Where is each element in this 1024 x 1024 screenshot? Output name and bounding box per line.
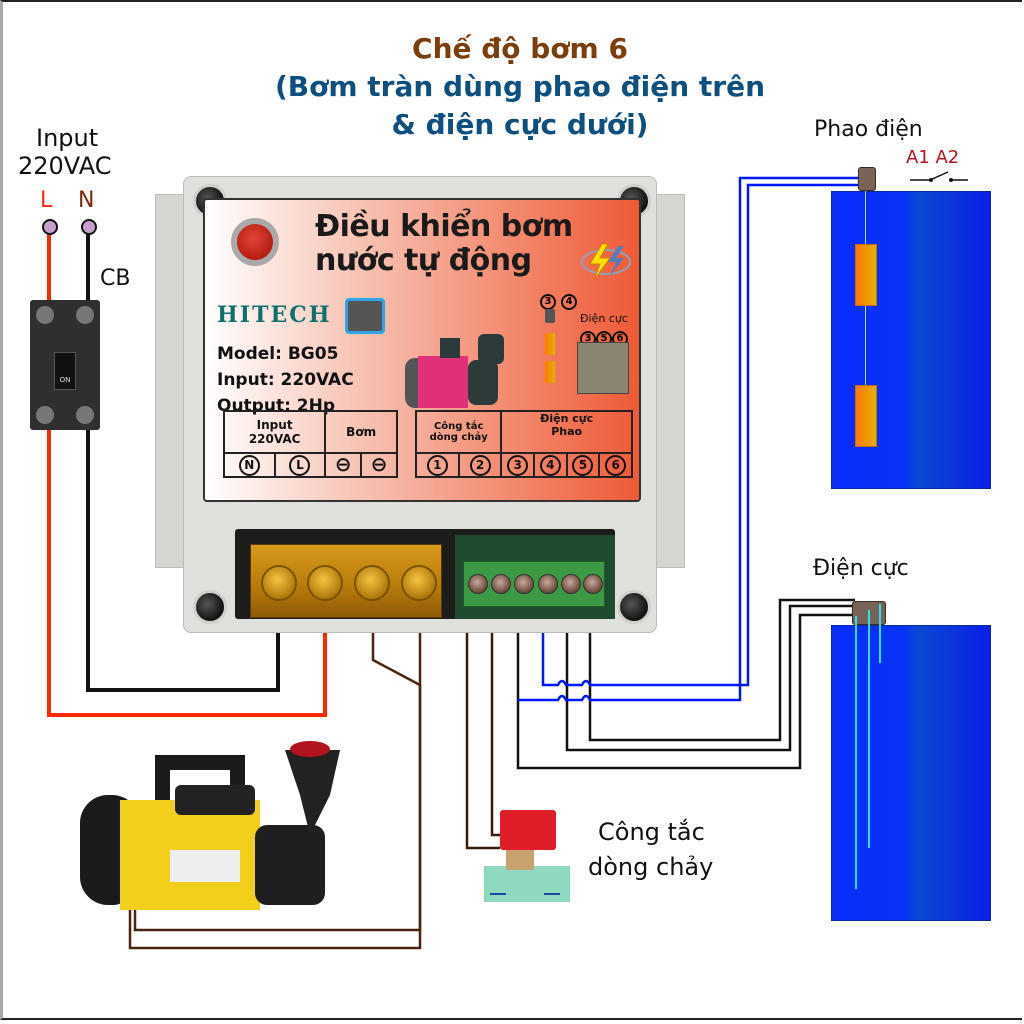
hv-screw-1[interactable]	[261, 565, 297, 601]
neutral-terminal-icon	[81, 219, 97, 235]
brand-logo: HITECH	[217, 302, 332, 328]
lv-screw-3[interactable]	[514, 574, 534, 594]
input-voltage-label: 220VAC	[18, 152, 112, 180]
terminal-5: 5	[565, 452, 601, 478]
flow-switch-label-line2: dòng chảy	[588, 853, 714, 881]
input-label: Input	[36, 124, 99, 152]
circuit-breaker-icon: ON	[30, 300, 100, 430]
float-bob-lower	[855, 385, 877, 447]
mount-hole-bottom-left	[193, 590, 227, 624]
lower-tank	[831, 625, 991, 921]
breaker-screw-bottom-right	[76, 406, 94, 424]
live-wire	[47, 228, 327, 717]
mount-hole-bottom-right	[617, 590, 651, 624]
lv-screw-1[interactable]	[468, 574, 488, 594]
diagram-title: Chế độ bơm 6 (Bơm tràn dùng phao điện tr…	[270, 30, 770, 144]
device-label-panel: Điều khiển bơm nước tự động HITECH Model…	[203, 198, 641, 502]
neutral-label: N	[78, 188, 95, 213]
terminal-cavity	[235, 529, 615, 619]
contact-dot-a2	[949, 178, 953, 182]
terminal-1: 1	[415, 452, 460, 478]
breaker-toggle[interactable]: ON	[54, 352, 76, 390]
reset-button[interactable]	[231, 218, 279, 266]
microchip-icon	[345, 298, 385, 334]
device-heading: Điều khiển bơm nước tự động	[315, 210, 573, 278]
terminal-header-float: Phao	[551, 425, 583, 438]
circuit-breaker-label: CB	[100, 266, 131, 291]
float-legend-terminal-4: 4	[561, 294, 578, 310]
lv-screw-4[interactable]	[538, 574, 558, 594]
input-spec-text: Input: 220VAC	[217, 370, 354, 390]
electrode-legend-label: Điện cực	[580, 312, 628, 325]
flow-switch-icon	[484, 810, 570, 902]
model-text: Model: BG05	[217, 344, 339, 364]
float-bob-upper	[855, 244, 877, 306]
device-heading-line1: Điều khiển bơm	[315, 209, 573, 244]
flow-switch-label-line1: Công tắc	[598, 818, 705, 846]
breaker-screw-top-left	[36, 306, 54, 324]
breaker-screw-top-right	[76, 306, 94, 324]
terminal-l: L	[273, 452, 327, 478]
float-switch-label: Phao điện	[814, 117, 923, 142]
electrode-probe-medium	[868, 610, 870, 848]
float-wire-a1	[541, 183, 860, 687]
pump-illustration-icon	[405, 334, 504, 408]
lv-screw-6[interactable]	[583, 574, 603, 594]
flow-switch-wire-2	[490, 615, 505, 837]
contact-dot-a1	[929, 178, 933, 182]
water-pump-icon	[80, 741, 340, 910]
terminal-6: 6	[598, 452, 633, 478]
float-legend: 3 4	[540, 289, 578, 383]
electrode-probe-short	[879, 604, 881, 663]
terminal-2: 2	[457, 452, 503, 478]
electrode-label: Điện cực	[813, 556, 909, 581]
terminal-3: 3	[500, 452, 535, 478]
electrode-wire-3	[516, 613, 855, 770]
electrode-wire-5	[565, 604, 855, 752]
hv-screw-3[interactable]	[354, 565, 390, 601]
breaker-screw-bottom-left	[36, 406, 54, 424]
float-legend-terminal-3: 3	[540, 294, 556, 310]
terminal-pump-1: ⊖	[324, 452, 363, 478]
hv-screw-2[interactable]	[307, 565, 343, 601]
live-label: L	[40, 188, 53, 213]
terminal-4: 4	[533, 452, 568, 478]
float-legend-bob-2	[545, 361, 555, 383]
circuit-board	[455, 535, 615, 619]
float-contact-symbol	[910, 171, 968, 181]
float-contact-label: A1 A2	[906, 147, 960, 168]
title-description-2: & điện cực dưới)	[391, 108, 649, 141]
pump-wire-2b	[128, 612, 422, 950]
high-voltage-terminal-block	[250, 544, 442, 618]
title-mode: Chế độ bơm 6	[412, 32, 628, 65]
low-voltage-terminal-block	[463, 561, 605, 607]
terminal-pump-2: ⊖	[360, 452, 398, 478]
terminal-n: N	[223, 452, 276, 478]
flow-switch-wire-1	[465, 615, 500, 850]
title-description-1: (Bơm tràn dùng phao điện trên	[274, 70, 766, 103]
float-legend-bob-1	[545, 333, 555, 355]
pump-controller-device: Điều khiển bơm nước tự động HITECH Model…	[155, 176, 685, 634]
device-heading-line2: nước tự động	[315, 243, 532, 278]
electrode-legend-tank	[577, 342, 629, 394]
terminal-header-pump: Bơm	[324, 410, 398, 454]
lv-screw-5[interactable]	[561, 574, 581, 594]
breaker-on-text: ON	[59, 376, 71, 384]
float-legend-head	[545, 309, 555, 323]
electrode-probe-long	[855, 616, 857, 889]
float-wire-a2	[518, 176, 860, 702]
hv-screw-4[interactable]	[401, 565, 437, 601]
live-terminal-icon	[42, 219, 58, 235]
lv-screw-2[interactable]	[491, 574, 511, 594]
lightning-logo-icon	[581, 243, 631, 281]
float-switch-head-icon	[858, 167, 876, 191]
neutral-wire	[86, 228, 280, 692]
